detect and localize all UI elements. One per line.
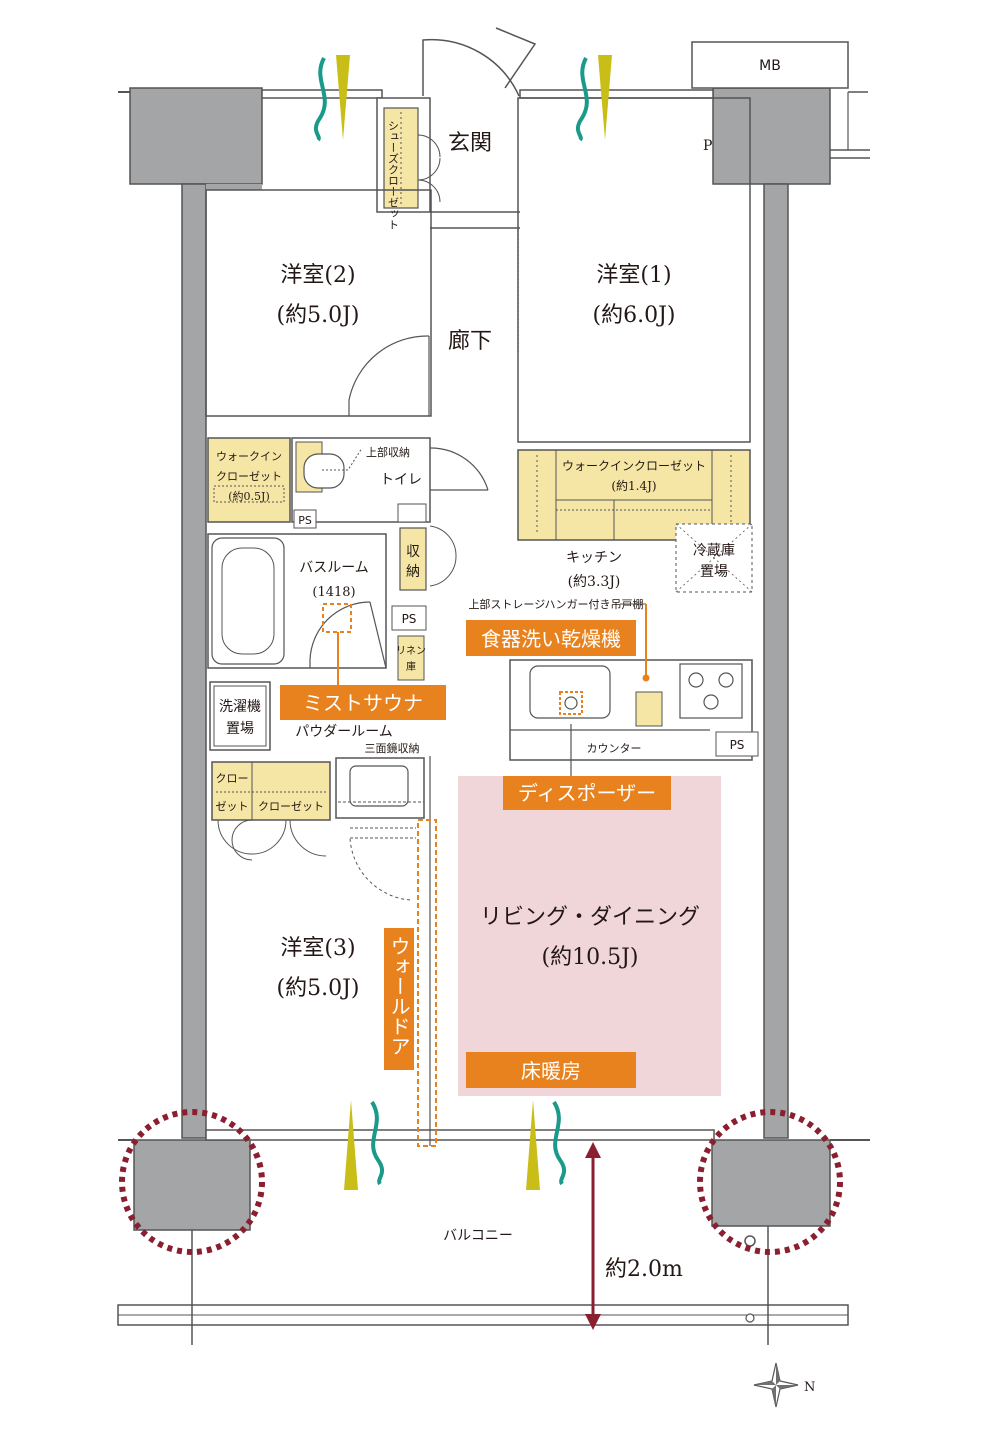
room2-outline <box>205 189 432 417</box>
fridge-label-1: 冷蔵庫 <box>693 542 735 559</box>
shoes-closet-label: シューズクローゼット <box>387 120 400 230</box>
stove <box>679 663 743 719</box>
wic-small-label-1: ウォークイン <box>216 450 282 463</box>
dishwasher-unit <box>635 691 663 727</box>
powder-room-label: パウダールーム <box>295 724 393 740</box>
linen-label-1: リネン <box>396 645 426 657</box>
wic-small-label-2: クローゼット <box>216 470 282 483</box>
room2-name: 洋室(2) <box>280 263 355 288</box>
entrance-door <box>422 38 520 97</box>
corridor-label: 廊下 <box>448 329 492 354</box>
toilet-room <box>291 437 431 523</box>
compass-n-label: N <box>804 1380 815 1395</box>
storage-label-2: 納 <box>406 564 420 580</box>
dishwasher-callout <box>466 620 636 656</box>
room2-size: (約5.0J) <box>277 303 360 328</box>
linen-closet <box>397 635 425 681</box>
compass-icon: N <box>753 1362 815 1408</box>
toilet-bowl <box>303 453 345 489</box>
wic-small <box>207 437 291 523</box>
closet-b-label: クローゼット <box>258 800 324 813</box>
right-wall <box>763 183 789 1139</box>
room3-name: 洋室(3) <box>280 936 355 961</box>
closet-block <box>211 761 331 821</box>
top-wall-right <box>519 89 714 99</box>
wic-small-label-3: (約0.5J) <box>228 489 270 503</box>
room1-name: 洋室(1) <box>596 263 671 288</box>
bottom-sash <box>205 1129 715 1141</box>
mist-sauna-unit <box>322 603 352 633</box>
mb-box <box>691 41 849 89</box>
vent-top-right <box>576 55 612 142</box>
floor-heating-callout <box>466 1052 636 1088</box>
living-size: (約10.5J) <box>542 945 639 970</box>
balcony-depth-label: 約2.0m <box>605 1257 683 1282</box>
wall-door-callout-text: ウォールドア <box>387 936 411 1056</box>
wic-large-label-1: ウォークインクローゼット <box>562 459 706 473</box>
left-wall <box>181 183 207 1139</box>
kitchen-size: (約3.3J) <box>568 574 621 590</box>
mb-label: MB <box>759 58 781 74</box>
ps-bath <box>391 605 427 631</box>
bath-size-label: (1418) <box>312 585 355 600</box>
storage-label-1: 収 <box>406 544 420 560</box>
washer-label-2: 置場 <box>226 721 254 737</box>
ps-toilet-label: PS <box>298 514 312 527</box>
closet-a-label-1: クロー <box>216 772 249 785</box>
wall-door-outline <box>417 819 437 1147</box>
kitchen-counter <box>509 659 753 761</box>
pillar-bottom-right <box>711 1139 831 1227</box>
bathroom-label: バスルーム <box>299 560 369 576</box>
p-label: P <box>703 138 712 154</box>
counter-label: カウンター <box>587 742 642 755</box>
pillar-top-left <box>129 87 263 185</box>
wall-door-callout <box>384 928 414 1070</box>
bathtub <box>211 537 285 665</box>
floor-heating-callout-text: 床暖房 <box>521 1059 581 1083</box>
disposer-unit <box>559 691 583 715</box>
vent-top-left <box>314 55 350 142</box>
highlight-circle-right <box>697 1109 843 1255</box>
linen-label-2: 庫 <box>406 660 416 673</box>
storage-closet <box>399 527 427 591</box>
room3-size: (約5.0J) <box>277 976 360 1001</box>
upper-hanger-label: 上部ストレージハンガー付き吊戸棚 <box>468 597 643 611</box>
room2-door <box>348 335 430 416</box>
toilet-label: トイレ <box>380 472 422 488</box>
mirror-storage-label: 三面鏡収納 <box>365 741 420 755</box>
pillar-top-right <box>712 87 831 185</box>
upper-storage-label: 上部収納 <box>366 445 410 459</box>
ps-counter-label: PS <box>730 738 745 752</box>
pillar-bottom-left <box>133 1139 251 1231</box>
mist-sauna-callout <box>280 685 446 720</box>
toilet-sink <box>397 503 427 523</box>
kitchen-label: キッチン <box>566 550 622 566</box>
disposer-callout <box>503 776 671 810</box>
vent-bottom-right <box>526 1100 566 1190</box>
mist-sauna-callout-text: ミストサウナ <box>303 691 423 715</box>
room1-size: (約6.0J) <box>593 303 676 328</box>
living-floor-heating-area <box>458 776 721 1096</box>
washer-space <box>209 681 271 751</box>
fridge-label-2: 置場 <box>700 564 728 580</box>
washer-label-1: 洗濯機 <box>219 699 261 715</box>
wic-large-label-2: (約1.4J) <box>611 478 656 493</box>
dishwasher-callout-text: 食器洗い乾燥機 <box>481 627 621 651</box>
genkan-label: 玄関 <box>448 131 492 156</box>
ps-bath-label: PS <box>402 612 417 626</box>
wall-segment <box>206 184 262 190</box>
bathroom-outline <box>207 533 387 669</box>
highlight-circle-left <box>119 1109 265 1255</box>
closet-a-label-2: ゼット <box>216 800 249 813</box>
living-label: リビング・ダイニング <box>480 905 700 930</box>
balcony-label: バルコニー <box>443 1228 513 1244</box>
vent-bottom-left <box>344 1100 384 1190</box>
ps-counter <box>715 731 759 757</box>
disposer-callout-text: ディスポーザー <box>518 781 656 805</box>
